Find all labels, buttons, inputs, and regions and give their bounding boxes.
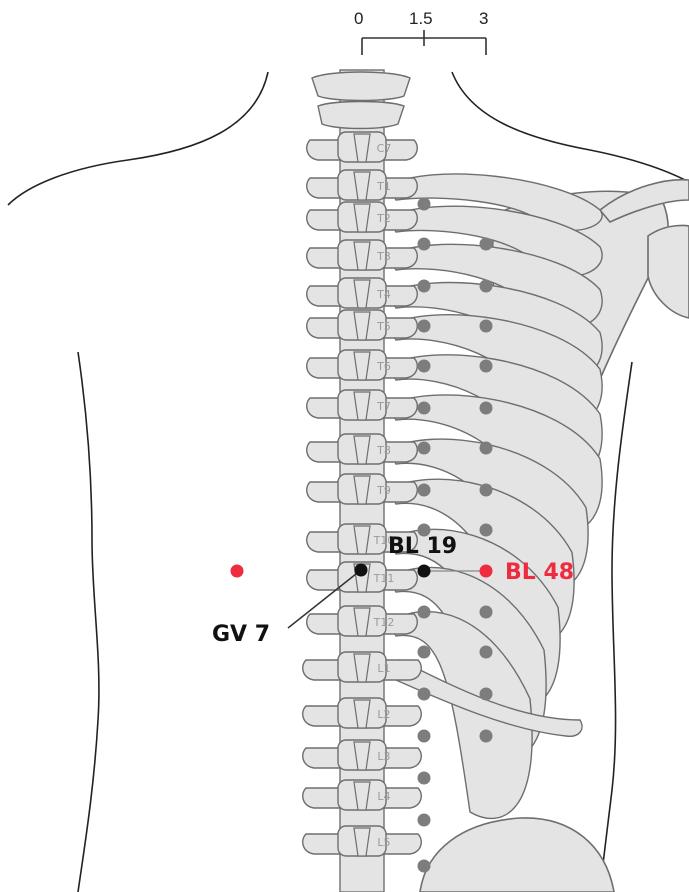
vertebra-label: T1 <box>376 180 391 193</box>
scale-label-3: 3 <box>479 9 488 28</box>
vertebra-label: L5 <box>377 836 390 849</box>
vertebra-t7: T7 <box>307 390 418 420</box>
vertebra-t1: T1 <box>307 170 418 200</box>
vertebra-t6: T6 <box>307 350 418 380</box>
vertebra-t2: T2 <box>307 202 418 232</box>
reference-dot <box>418 238 431 251</box>
vertebra-label: T11 <box>373 572 395 585</box>
vertebra-t4: T4 <box>307 278 418 308</box>
vertebra-label: T9 <box>376 484 391 497</box>
vertebra-l1: L1 <box>303 652 422 682</box>
cervical-vertebra <box>318 102 404 129</box>
reference-dot <box>480 402 493 415</box>
bl48-point-contralateral <box>231 565 244 578</box>
reference-dot <box>480 280 493 293</box>
vertebra-label: T2 <box>376 212 391 225</box>
vertebra-label: T6 <box>376 360 391 373</box>
scale-label-1-5: 1.5 <box>409 9 433 28</box>
reference-dot <box>418 198 431 211</box>
left-neck-shoulder-outline <box>8 72 268 205</box>
reference-dot <box>418 484 431 497</box>
vertebra-label: T4 <box>376 288 391 301</box>
vertebra-l3: L3 <box>303 740 422 770</box>
vertebra-label: T3 <box>376 250 391 263</box>
right-flank-outline <box>600 362 632 892</box>
shoulder-head <box>648 225 689 318</box>
gv7-point <box>355 564 368 577</box>
reference-dot <box>480 524 493 537</box>
vertebra-label: L2 <box>377 708 390 721</box>
vertebra-label: T5 <box>376 320 391 333</box>
bl19-point <box>418 565 431 578</box>
reference-dot <box>418 688 431 701</box>
vertebra-l4: L4 <box>303 780 422 810</box>
reference-dot <box>418 646 431 659</box>
vertebra-label: C7 <box>377 142 392 155</box>
reference-dot <box>418 606 431 619</box>
bl48-point <box>480 565 493 578</box>
left-flank-outline <box>78 352 99 892</box>
reference-dot <box>418 814 431 827</box>
reference-dot <box>480 606 493 619</box>
reference-dot <box>418 280 431 293</box>
vertebra-label: T8 <box>376 444 391 457</box>
reference-dot <box>418 360 431 373</box>
scale-label-0: 0 <box>354 9 363 28</box>
vertebra-t5: T5 <box>307 310 418 340</box>
reference-dot <box>480 360 493 373</box>
bl19-label: BL 19 <box>388 534 457 559</box>
reference-dot <box>480 484 493 497</box>
reference-dot <box>418 860 431 873</box>
reference-dot <box>418 772 431 785</box>
vertebra-t9: T9 <box>307 474 418 504</box>
vertebra-label: L4 <box>377 790 390 803</box>
vertebra-l2: L2 <box>303 698 422 728</box>
reference-dot <box>480 688 493 701</box>
reference-dot <box>418 402 431 415</box>
vertebra-t8: T8 <box>307 434 418 464</box>
rib-cage <box>388 174 602 818</box>
reference-dot <box>480 320 493 333</box>
reference-dot <box>480 238 493 251</box>
vertebra-t12: T12 <box>307 606 418 636</box>
bl48-label: BL 48 <box>505 560 574 585</box>
pelvis <box>420 818 614 892</box>
distance-scale <box>362 30 486 55</box>
right-neck-shoulder-outline <box>452 72 689 182</box>
vertebra-l5: L5 <box>303 826 422 856</box>
vertebra-c7: C7 <box>307 132 418 162</box>
reference-dot <box>418 442 431 455</box>
vertebra-label: L1 <box>377 662 390 675</box>
reference-dot <box>418 730 431 743</box>
cervical-vertebra <box>312 72 410 101</box>
vertebra-label: T12 <box>373 616 395 629</box>
reference-dot <box>418 320 431 333</box>
vertebra-label: T7 <box>376 400 391 413</box>
reference-dot <box>480 730 493 743</box>
reference-dot <box>480 442 493 455</box>
vertebra-label: L3 <box>377 750 390 763</box>
reference-dot <box>480 646 493 659</box>
vertebra-t3: T3 <box>307 240 418 270</box>
gv7-label: GV 7 <box>212 622 270 647</box>
